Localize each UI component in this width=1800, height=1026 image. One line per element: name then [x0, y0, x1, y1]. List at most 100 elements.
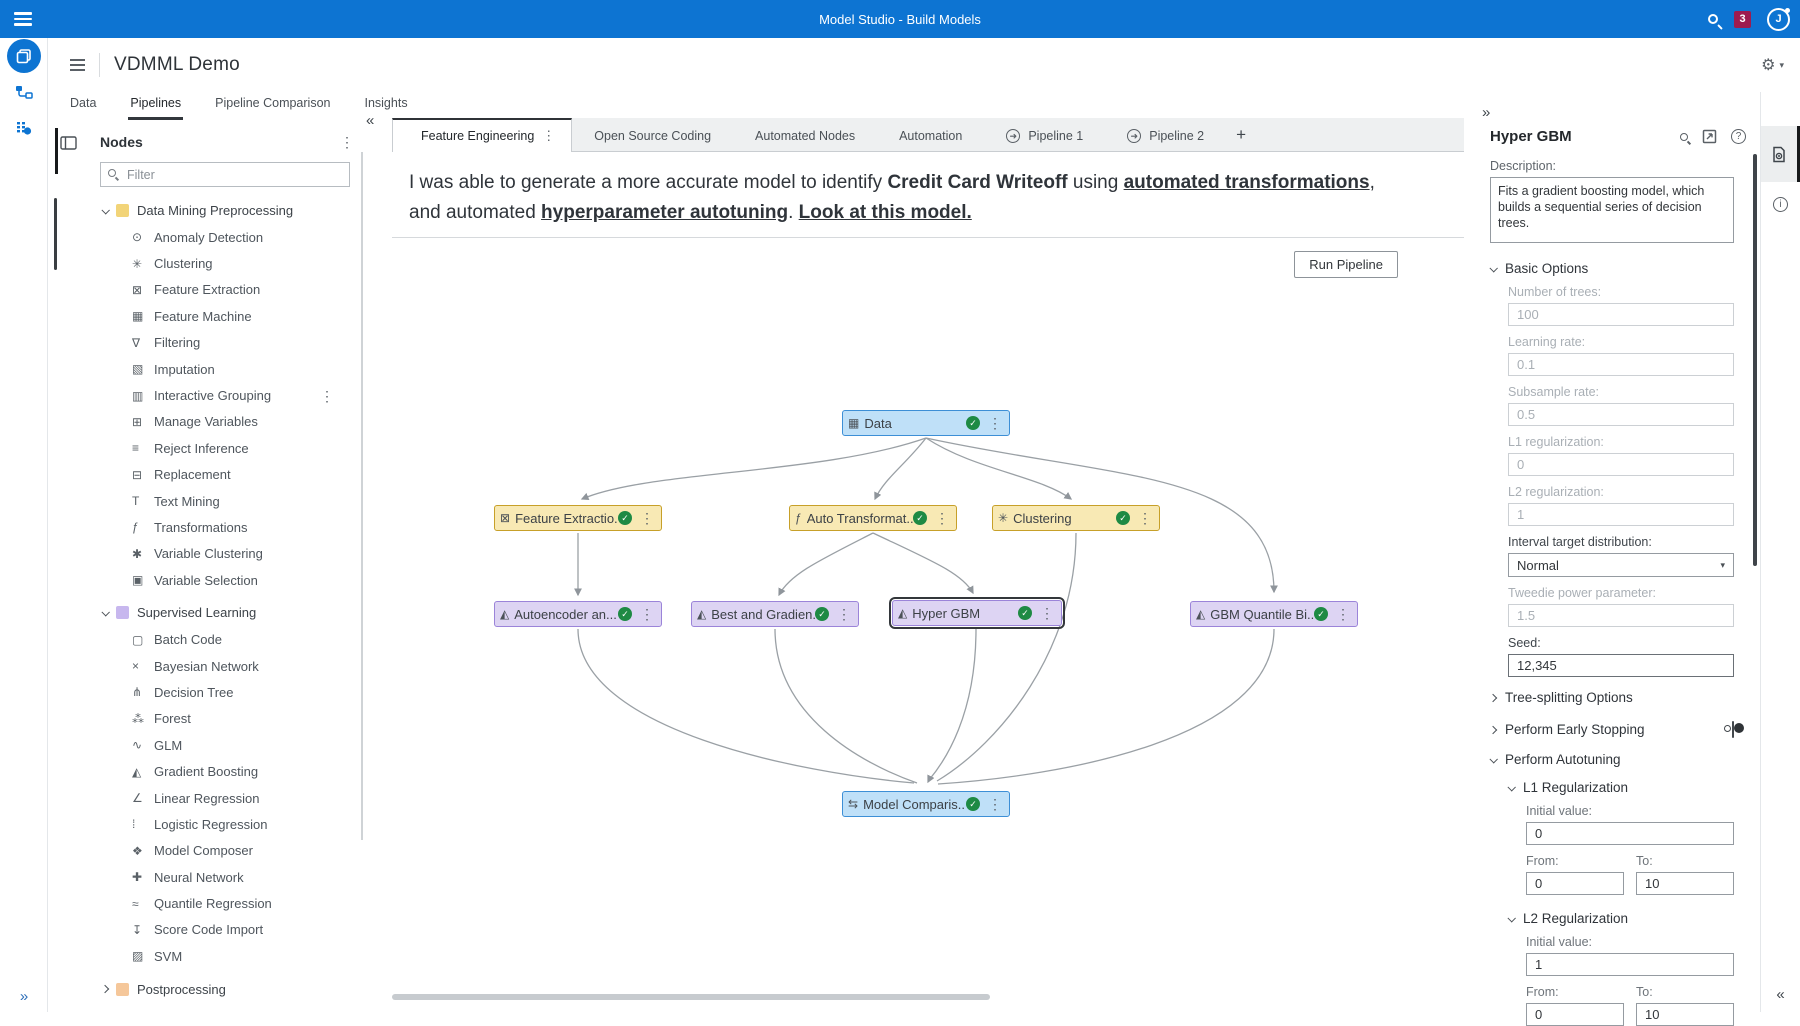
node-menu-icon[interactable]: ⋮ — [837, 609, 851, 619]
pipeline-tab-pipeline-2[interactable]: ➜Pipeline 2 — [1105, 121, 1226, 151]
nodes-panel-menu-icon[interactable]: ⋮ — [340, 137, 354, 147]
nodes-panel-scrollbar[interactable] — [361, 152, 363, 840]
rail-info-icon[interactable]: i — [1761, 182, 1800, 226]
basic-options-section[interactable]: Basic Options — [1490, 261, 1734, 276]
early-stopping-section[interactable]: Perform Early Stopping — [1490, 722, 1734, 737]
autotune-l1-section[interactable]: L1 Regularization — [1508, 780, 1734, 795]
node-menu-icon[interactable]: ⋮ — [640, 609, 654, 619]
right-rail-collapse-icon[interactable]: « — [1776, 986, 1784, 1003]
pipeline-tab-menu-icon[interactable]: ⋮ — [542, 131, 555, 141]
node-item-imputation[interactable]: ▧Imputation — [102, 356, 360, 382]
project-settings[interactable]: ⚙ ▾ — [1761, 55, 1784, 75]
node-item-feature-machine[interactable]: ▦Feature Machine — [102, 303, 360, 329]
pipeline-tab-automated-nodes[interactable]: Automated Nodes — [733, 121, 877, 151]
right-panel-expand-icon[interactable]: » — [1482, 104, 1490, 121]
notification-badge[interactable]: 3 — [1734, 11, 1751, 28]
l1-to-input[interactable] — [1636, 872, 1734, 895]
pipeline-tab-automation[interactable]: Automation — [877, 121, 984, 151]
node-item-clustering[interactable]: ✳Clustering — [102, 250, 360, 276]
pipeline-node-bg[interactable]: ◭Best and Gradien...✓⋮ — [691, 601, 859, 627]
early-stopping-toggle[interactable] — [1732, 721, 1734, 738]
nodes-panel-collapse-icon[interactable]: « — [366, 112, 374, 129]
node-menu-icon[interactable]: ⋮ — [988, 799, 1002, 809]
description-textarea[interactable]: Fits a gradient boosting model, which bu… — [1490, 177, 1734, 243]
autotune-l2-section[interactable]: L2 Regularization — [1508, 911, 1734, 926]
banner-segment[interactable]: Look at this model. — [799, 202, 972, 223]
node-item-logistic-regression[interactable]: ⁞Logistic Regression — [102, 811, 360, 837]
pipeline-tab-pipeline-1[interactable]: ➜Pipeline 1 — [984, 121, 1105, 151]
project-list-icon[interactable] — [70, 59, 85, 71]
l1-initial-input[interactable] — [1526, 822, 1734, 845]
pipeline-node-hg[interactable]: ◭Hyper GBM✓⋮ — [892, 600, 1062, 626]
node-item-reject-inference[interactable]: ≡Reject Inference — [102, 435, 360, 461]
node-menu-icon[interactable]: ⋮ — [640, 513, 654, 523]
search-icon[interactable] — [1708, 14, 1718, 24]
pipeline-node-gq[interactable]: ◭GBM Quantile Bi...✓⋮ — [1190, 601, 1358, 627]
interval-target-select[interactable]: Normal ▾ — [1508, 553, 1734, 577]
node-menu-icon[interactable]: ⋮ — [1040, 608, 1054, 618]
rail-build-models-icon[interactable] — [0, 38, 48, 74]
node-menu-icon[interactable]: ⋮ — [935, 513, 949, 523]
help-icon[interactable]: ? — [1731, 129, 1746, 144]
node-item-replacement[interactable]: ⊟Replacement — [102, 462, 360, 488]
rail-exchange-icon[interactable] — [0, 110, 48, 146]
pipeline-canvas[interactable]: Run Pipeline ▦Data✓⋮⊠Feature Extractio..… — [392, 238, 1464, 990]
nodes-panel-toggle-icon[interactable] — [60, 136, 77, 155]
banner-segment[interactable]: hyperparameter autotuning — [541, 202, 788, 223]
node-item-feature-extraction[interactable]: ⊠Feature Extraction — [102, 277, 360, 303]
l2-to-input[interactable] — [1636, 1003, 1734, 1026]
canvas-hscrollbar-thumb[interactable] — [392, 994, 990, 1000]
tab-pipelines[interactable]: Pipelines — [128, 92, 183, 120]
node-group-supervised-learning[interactable]: Supervised Learning — [102, 599, 360, 626]
node-item-bayesian-network[interactable]: ×Bayesian Network — [102, 653, 360, 679]
node-item-gradient-boosting[interactable]: ◭Gradient Boosting — [102, 758, 360, 784]
node-item-quantile-regression[interactable]: ≈Quantile Regression — [102, 890, 360, 916]
node-item-anomaly-detection[interactable]: ⊙Anomaly Detection — [102, 224, 360, 250]
pipeline-node-fe[interactable]: ⊠Feature Extractio...✓⋮ — [494, 505, 662, 531]
node-item-decision-tree[interactable]: ⋔Decision Tree — [102, 679, 360, 705]
node-item-score-code-import[interactable]: ↧Score Code Import — [102, 917, 360, 943]
nodes-filter-input[interactable] — [100, 162, 350, 187]
tab-data[interactable]: Data — [68, 92, 98, 120]
seed-input[interactable] — [1508, 654, 1734, 677]
add-pipeline-button[interactable]: + — [1226, 125, 1256, 145]
node-item-svm[interactable]: ▨SVM — [102, 943, 360, 969]
node-menu-icon[interactable]: ⋮ — [1138, 513, 1152, 523]
node-item-batch-code[interactable]: ▢Batch Code — [102, 626, 360, 652]
node-menu-icon[interactable]: ⋮ — [988, 418, 1002, 428]
l2-from-input[interactable] — [1526, 1003, 1624, 1026]
avatar[interactable]: J — [1767, 8, 1790, 31]
node-item-filtering[interactable]: ∇Filtering — [102, 330, 360, 356]
banner-segment[interactable]: automated transformations — [1124, 172, 1370, 193]
rail-node-options-icon[interactable] — [1761, 126, 1800, 182]
node-item-variable-selection[interactable]: ▣Variable Selection — [102, 567, 360, 593]
node-item-variable-clustering[interactable]: ✱Variable Clustering — [102, 541, 360, 567]
node-item-neural-network[interactable]: ✚Neural Network — [102, 864, 360, 890]
pipeline-tab-open-source-coding[interactable]: Open Source Coding — [572, 121, 733, 151]
pipeline-node-cl[interactable]: ✳Clustering✓⋮ — [992, 505, 1160, 531]
node-item-interactive-grouping[interactable]: ▥Interactive Grouping⋮ — [102, 382, 360, 408]
run-pipeline-button[interactable]: Run Pipeline — [1294, 251, 1398, 278]
tree-splitting-section[interactable]: Tree-splitting Options — [1490, 690, 1734, 705]
right-panel-scrollbar-thumb[interactable] — [1753, 154, 1757, 566]
node-item-manage-variables[interactable]: ⊞Manage Variables — [102, 409, 360, 435]
node-item-glm[interactable]: ∿GLM — [102, 732, 360, 758]
gutter-scrollbar-thumb[interactable] — [54, 198, 57, 270]
panel-search-icon[interactable] — [1680, 133, 1688, 141]
pipeline-node-mc[interactable]: ⇆Model Comparis...✓⋮ — [842, 791, 1010, 817]
item-menu-icon[interactable]: ⋮ — [320, 391, 334, 401]
node-item-linear-regression[interactable]: ∠Linear Regression — [102, 785, 360, 811]
tab-pipeline-comparison[interactable]: Pipeline Comparison — [213, 92, 332, 120]
node-item-model-composer[interactable]: ❖Model Composer — [102, 838, 360, 864]
node-menu-icon[interactable]: ⋮ — [1336, 609, 1350, 619]
pipeline-node-ae[interactable]: ◭Autoencoder an...✓⋮ — [494, 601, 662, 627]
node-item-forest[interactable]: ⁂Forest — [102, 706, 360, 732]
l1-from-input[interactable] — [1526, 872, 1624, 895]
rail-expand-icon[interactable]: » — [20, 988, 28, 1005]
gear-icon[interactable]: ⚙ — [1761, 55, 1775, 75]
rail-pipelines-icon[interactable] — [0, 74, 48, 110]
node-group-data-mining-preprocessing[interactable]: Data Mining Preprocessing — [102, 197, 360, 224]
